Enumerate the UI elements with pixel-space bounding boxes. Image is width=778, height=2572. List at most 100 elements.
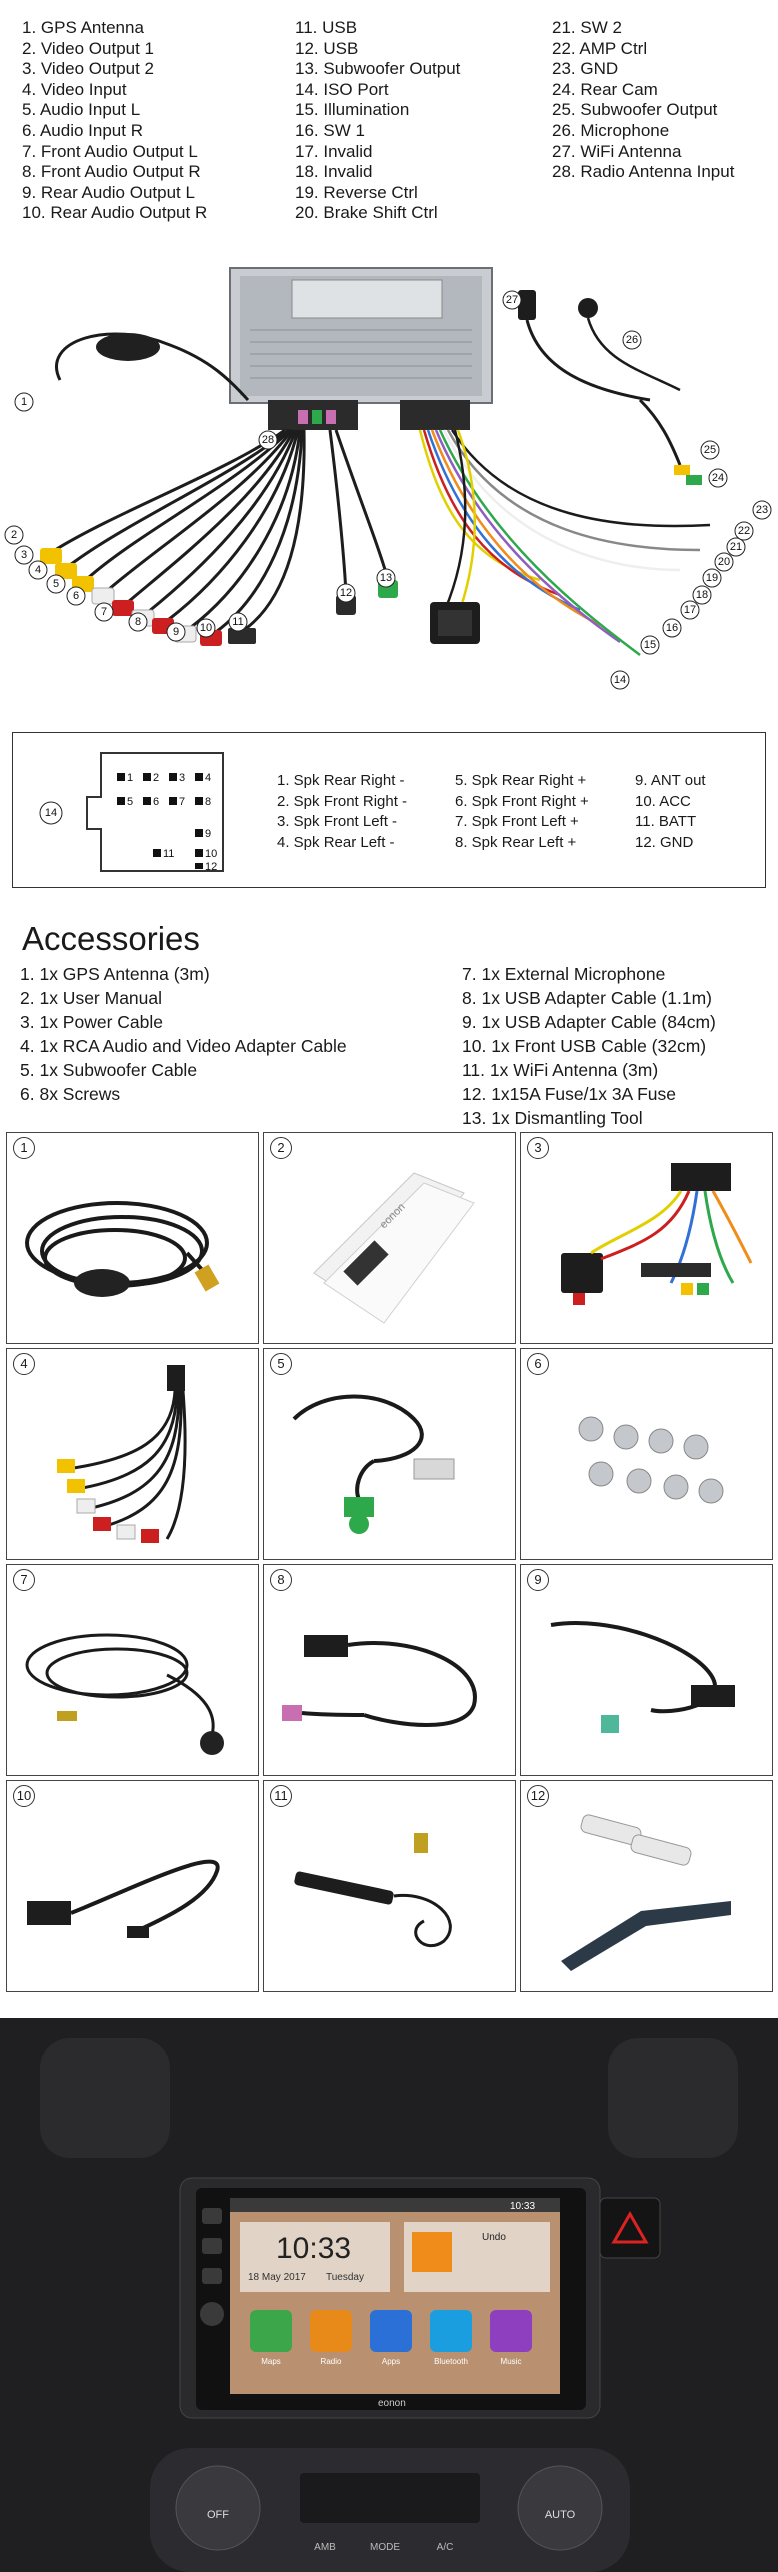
accessory-photo-gps-antenna: 1	[6, 1132, 259, 1344]
iso-connector-pinout: 14 1 2 3 4 5 6 7 8 9 10 11 12 1. Spk Rea…	[12, 732, 766, 888]
pin-item: 1. GPS Antenna	[22, 18, 144, 37]
app-label: Music	[501, 2357, 522, 2366]
callout-marker: 8	[128, 612, 148, 632]
pin-item: 2. Video Output 1	[22, 38, 155, 58]
microphone-illustration	[25, 1633, 224, 1755]
pin-number: 7	[179, 796, 185, 808]
accessory-item: 4. 1x RCA Audio and Video Adapter Cable	[20, 1036, 347, 1056]
right-knob-label: AUTO	[545, 2509, 576, 2521]
pin-slot	[195, 829, 203, 837]
accessory-photo-front-usb-cable: 10	[6, 1780, 259, 1992]
pin-item: 23. GND	[552, 59, 619, 79]
connector-pin-desc: 6. Spk Front Right +	[455, 792, 589, 810]
callout-label: 10	[200, 622, 212, 634]
pin-number: 10	[205, 848, 217, 860]
callout-label: 22	[738, 525, 750, 537]
pin-item: 9. Rear Audio Output L	[22, 182, 195, 202]
callout-marker: 1	[14, 392, 34, 412]
photo-number: 10	[13, 1785, 35, 1807]
callout-marker: 2	[4, 525, 24, 545]
callout-label: 28	[262, 434, 274, 446]
callout-marker: 5	[46, 574, 66, 594]
clock-display: 10:33	[276, 2232, 351, 2265]
wiring-diagram-svg: 1 2 3 4 5 6 7 8 9 10 11 12 13 14 15 16 1…	[4, 267, 772, 690]
app-label: Bluetooth	[434, 2357, 468, 2366]
wifi-antenna-illustration	[294, 1833, 452, 1948]
app-icon-radio[interactable]	[310, 2310, 352, 2352]
connector-pin-desc: 3. Spk Front Left -	[277, 813, 398, 830]
callout-label: 4	[35, 564, 41, 576]
hardware-button[interactable]	[202, 2268, 222, 2284]
head-unit-chassis	[229, 267, 493, 430]
callout-label: 12	[340, 587, 352, 599]
callout-label: 27	[506, 294, 518, 306]
gps-antenna-cable	[55, 332, 250, 402]
connector-pin-desc: 5. Spk Rear Right +	[455, 772, 587, 789]
pin-number: 1	[127, 772, 133, 784]
pin-number: 11	[163, 848, 174, 860]
connector-pin-desc: 8. Spk Rear Left +	[455, 833, 577, 851]
callout-marker: 9	[166, 622, 186, 642]
accessory-photo-rca-cable: 4	[6, 1348, 259, 1560]
callout-marker: 10	[196, 618, 216, 638]
photo-number: 9	[527, 1569, 549, 1591]
callout-label: 14	[45, 807, 57, 819]
callout-marker: 25	[700, 440, 720, 460]
app-icons	[250, 2310, 532, 2352]
wiring-diagram: 1 2 3 4 5 6 7 8 9 10 11 12 13 14 15 16 1…	[0, 250, 778, 720]
pin-item: 19. Reverse Ctrl	[295, 182, 418, 202]
callout-label: 19	[706, 572, 718, 584]
left-climate-knob[interactable]	[175, 2465, 261, 2551]
connector-pin-desc: 7. Spk Front Left +	[455, 813, 579, 830]
callout-label: 3	[21, 549, 27, 561]
climate-button-label[interactable]: MODE	[370, 2542, 400, 2553]
app-icon-apps[interactable]	[370, 2310, 412, 2352]
right-climate-knob[interactable]	[517, 2465, 603, 2551]
callout-label: 7	[101, 606, 107, 618]
climate-buttons: AMB MODE A/C	[314, 2542, 453, 2553]
app-icon-bluetooth[interactable]	[430, 2310, 472, 2352]
callout-marker: 19	[702, 568, 722, 588]
photo-number: 6	[527, 1353, 549, 1375]
user-manual-illustration: eonon	[313, 1172, 475, 1324]
screws-illustration	[578, 1416, 724, 1504]
accessory-item: 8. 1x USB Adapter Cable (1.1m)	[462, 988, 712, 1008]
pin-slot	[195, 773, 203, 781]
fuses-tool-illustration	[561, 1814, 731, 1971]
callout-marker: 23	[752, 500, 772, 520]
callout-marker: 22	[734, 521, 754, 541]
callout-marker: 21	[726, 537, 746, 557]
volume-knob[interactable]	[200, 2302, 224, 2326]
pin-item: 27. WiFi Antenna	[552, 141, 682, 161]
callout-marker: 14	[39, 801, 63, 825]
callout-marker: 6	[66, 586, 86, 606]
callout-marker: 3	[14, 545, 34, 565]
app-label: Radio	[321, 2357, 342, 2366]
climate-button-label[interactable]: AMB	[314, 2542, 336, 2553]
pin-legend-column-1: 1. GPS Antenna 2. Video Output 1 3. Vide…	[22, 18, 207, 224]
pin-item: 3. Video Output 2	[22, 59, 155, 79]
callout-label: 18	[696, 589, 708, 601]
photo-number: 4	[13, 1353, 35, 1375]
photo-number: 2	[270, 1137, 292, 1159]
pin-legend-column-3: 21. SW 2 22. AMP Ctrl 23. GND 24. Rear C…	[552, 18, 734, 183]
app-icon-music[interactable]	[490, 2310, 532, 2352]
gps-antenna-illustration	[25, 1201, 220, 1297]
installed-dashboard-photo: 10:33 10:33 18 May 2017 Tuesday Undo Map…	[0, 2018, 778, 2572]
callout-label: 8	[135, 616, 141, 628]
callout-label: 16	[666, 622, 678, 634]
hardware-button[interactable]	[202, 2208, 222, 2224]
callout-label: 9	[173, 626, 179, 638]
rca-cable-illustration	[57, 1365, 187, 1543]
connector-pin-desc: 2. Spk Front Right -	[277, 792, 408, 810]
pin-item: 14. ISO Port	[295, 79, 389, 99]
callout-label: 24	[712, 472, 724, 484]
accessory-photo-fuses-tool: 12	[520, 1780, 773, 1992]
climate-button-label[interactable]: A/C	[437, 2542, 454, 2553]
callout-marker: 17	[680, 600, 700, 620]
hardware-button[interactable]	[202, 2238, 222, 2254]
callout-marker: 18	[692, 585, 712, 605]
pin-slot	[117, 773, 125, 781]
app-icon-maps[interactable]	[250, 2310, 292, 2352]
